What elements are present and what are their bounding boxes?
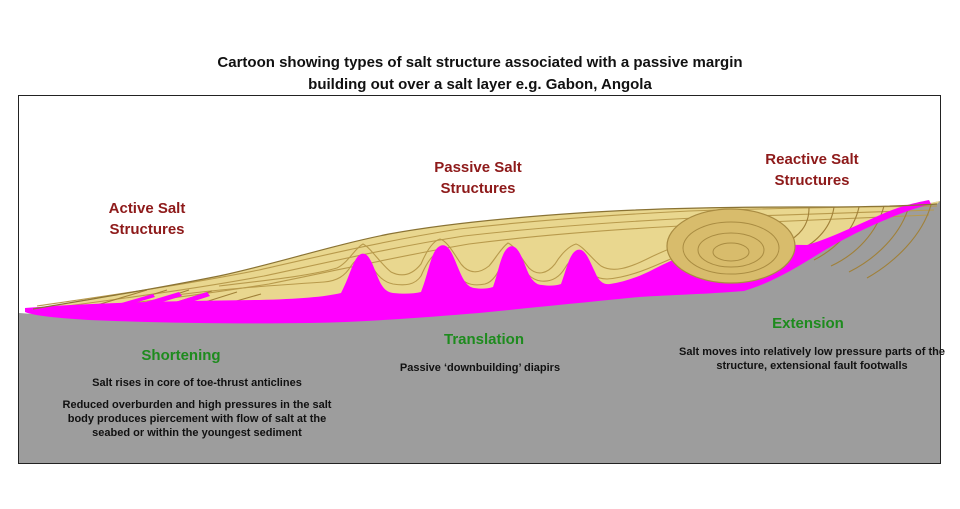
figure-title-line1: Cartoon showing types of salt structure … bbox=[217, 54, 743, 71]
basement-fill bbox=[19, 201, 940, 463]
cross-section-drawing bbox=[19, 200, 940, 463]
heading-passive-salt-structures: Passive Salt Structures bbox=[434, 159, 522, 197]
label-extension: Extension bbox=[772, 315, 844, 332]
salt-layer-fill bbox=[25, 200, 931, 324]
figure-title: Cartoon showing types of salt structure … bbox=[0, 52, 960, 96]
label-translation: Translation bbox=[443, 331, 525, 348]
seabed-surface-line bbox=[32, 203, 938, 310]
cross-section-panel: Active Salt Structures Passive Salt Stru… bbox=[18, 95, 945, 464]
label-shortening: Shortening bbox=[141, 347, 221, 364]
note-translation-1: Passive ‘downbuilding’ diapirs bbox=[399, 362, 561, 374]
note-shortening-2: Reduced overburden and high pressures in… bbox=[62, 399, 332, 439]
thrust-salt-slivers bbox=[97, 292, 210, 315]
figure-title-line2: building out over a salt layer e.g. Gabo… bbox=[308, 76, 652, 93]
heading-active-salt-structures: Active Salt Structures bbox=[108, 200, 186, 238]
heading-reactive-salt-structures: Reactive Salt Structures bbox=[765, 151, 859, 189]
note-extension-1: Salt moves into relatively low pressure … bbox=[679, 346, 945, 372]
note-shortening-1: Salt rises in core of toe-thrust anticli… bbox=[92, 377, 302, 389]
reactive-lens bbox=[666, 208, 796, 284]
